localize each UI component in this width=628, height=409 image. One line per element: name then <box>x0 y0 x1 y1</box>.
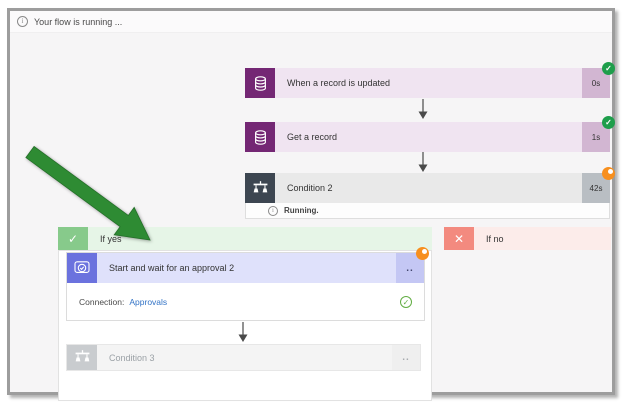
step-get-a-record[interactable]: Get a record 1s <box>245 116 615 152</box>
banner-text: Your flow is running ... <box>34 16 123 27</box>
running-badge-icon <box>602 167 615 180</box>
condition-icon <box>67 345 97 370</box>
running-badge-icon <box>416 247 429 260</box>
step-title: Get a record <box>287 132 338 142</box>
connection-label: Connection: <box>79 296 125 307</box>
x-icon <box>444 227 474 250</box>
branch-label: If no <box>486 233 504 244</box>
success-badge-icon <box>602 62 615 75</box>
action-start-and-wait-for-an-approval[interactable]: Start and wait for an approval 2 .. Conn… <box>66 247 429 321</box>
step-title: Condition 3 <box>109 352 155 363</box>
connection-row: Connection: Approvals <box>67 283 424 320</box>
running-status-text: Running. <box>284 206 319 215</box>
step-condition-2[interactable]: Condition 2 42s <box>245 167 615 203</box>
flow-run-window: Your flow is running ... When a record i… <box>7 8 615 401</box>
info-icon <box>268 205 278 216</box>
database-icon <box>245 122 275 152</box>
check-icon <box>58 227 88 250</box>
branch-if-no-header[interactable]: If no <box>444 227 611 250</box>
connection-valid-check-icon <box>400 295 412 308</box>
step-title: When a record is updated <box>287 78 391 88</box>
info-icon <box>17 16 28 27</box>
connector-arrow-icon <box>238 322 248 342</box>
step-title: Start and wait for an approval 2 <box>109 263 235 273</box>
success-badge-icon <box>602 116 615 129</box>
approvals-icon <box>67 253 97 283</box>
connection-approvals-link[interactable]: Approvals <box>129 296 168 307</box>
approval-action-header[interactable]: Start and wait for an approval 2 .. <box>67 253 424 283</box>
flow-canvas: When a record is updated 0s <box>10 33 615 401</box>
step-condition-3[interactable]: Condition 3 .. <box>66 344 421 371</box>
connector-arrow-icon <box>418 99 428 119</box>
condition-icon <box>245 173 275 203</box>
database-icon <box>245 68 275 98</box>
branch-label: If yes <box>100 233 122 244</box>
step-title: Condition 2 <box>287 183 333 193</box>
step-when-a-record-is-updated[interactable]: When a record is updated 0s <box>245 62 615 98</box>
flow-running-banner: Your flow is running ... <box>10 11 612 33</box>
connector-arrow-icon <box>418 152 428 172</box>
condition-running-status: Running. <box>245 203 610 219</box>
action-menu-button[interactable]: .. <box>392 345 420 370</box>
branch-if-yes-header[interactable]: If yes <box>58 227 432 250</box>
